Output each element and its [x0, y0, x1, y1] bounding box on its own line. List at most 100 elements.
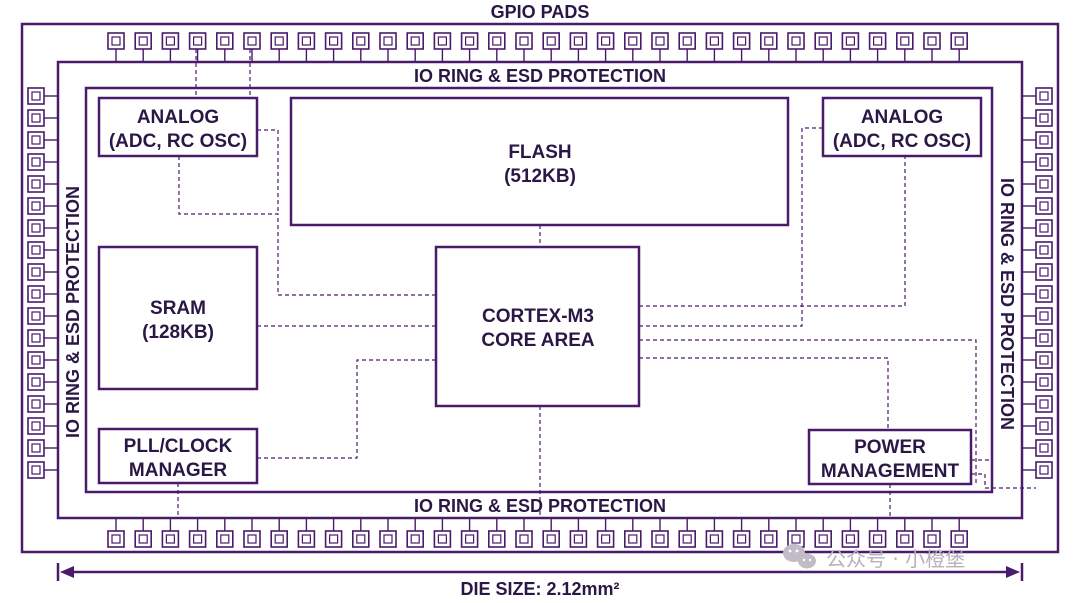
io-ring-bottom-label: IO RING & ESD PROTECTION: [414, 496, 666, 516]
signal-trace: [971, 473, 1036, 489]
gpio-pad-bottom: [270, 530, 289, 548]
gpio-pad-right: [1035, 241, 1053, 259]
gpio-pad-top: [351, 32, 370, 50]
gpio-pad-bottom: [460, 530, 479, 548]
signal-trace: [639, 156, 906, 307]
io-ring-inner: [84, 86, 994, 494]
sram-block: SRAM (128KB): [97, 245, 259, 391]
gpio-pad-right: [1035, 461, 1053, 479]
gpio-pad-left: [27, 307, 45, 325]
gpio-pad-left: [27, 109, 45, 127]
gpio-pad-bottom: [868, 530, 887, 548]
gpio-pad-right: [1035, 351, 1053, 369]
gpio-pad-left: [27, 175, 45, 193]
io-ring-left-label: IO RING & ESD PROTECTION: [63, 186, 83, 438]
gpio-pad-bottom: [759, 530, 778, 548]
gpio-pad-left: [27, 285, 45, 303]
gpio-pad-bottom: [297, 530, 316, 548]
gpio-pad-right: [1035, 285, 1053, 303]
gpio-pad-top: [460, 32, 479, 50]
gpio-pad-right: [1035, 153, 1053, 171]
gpio-pad-top: [515, 32, 533, 50]
gpio-pads-label: GPIO PADS: [491, 2, 590, 22]
gpio-pad-right: [1035, 417, 1053, 435]
gpio-pad-left: [27, 131, 45, 149]
flash-block: FLASH (512KB): [289, 96, 790, 227]
gpio-pad-top: [243, 32, 261, 50]
gpio-pad-bottom: [243, 530, 261, 548]
wechat-icon: [783, 544, 816, 569]
arrow-left-icon: [60, 566, 74, 578]
power-subtitle: MANAGEMENT: [821, 461, 960, 482]
gpio-pad-bottom: [705, 530, 724, 548]
gpio-pad-right: [1035, 197, 1053, 215]
gpio-pad-top: [841, 32, 860, 50]
gpio-pad-top: [188, 32, 207, 50]
gpio-pad-left: [27, 351, 45, 369]
pll-clock-manager-block: PLL/CLOCK MANAGER: [97, 427, 259, 485]
power-title: POWER: [854, 437, 926, 458]
gpio-pad-bottom: [841, 530, 860, 548]
gpio-pad-right: [1035, 307, 1053, 325]
gpio-pad-left: [27, 87, 45, 105]
gpio-pad-left: [27, 439, 45, 457]
gpio-pad-left: [27, 219, 45, 237]
gpio-pad-top: [107, 32, 125, 50]
gpio-pad-left: [27, 417, 45, 435]
gpio-pad-right: [1035, 175, 1053, 193]
flash-size: (512KB): [504, 166, 576, 187]
gpio-pad-bottom: [895, 530, 914, 548]
gpio-pad-bottom: [950, 530, 969, 548]
power-management-block: POWER MANAGEMENT: [807, 428, 973, 486]
gpio-pad-top: [569, 32, 588, 50]
gpio-pad-left: [27, 395, 45, 413]
gpio-pad-top: [950, 32, 969, 50]
gpio-pad-bottom: [569, 530, 588, 548]
gpio-pad-right: [1035, 373, 1053, 391]
flash-title: FLASH: [508, 142, 571, 163]
gpio-pad-bottom: [623, 530, 642, 548]
gpio-pad-right: [1035, 87, 1053, 105]
gpio-pad-bottom: [515, 530, 533, 548]
signal-trace: [639, 357, 889, 430]
gpio-pad-right: [1035, 263, 1053, 281]
signal-wiring: [177, 49, 1036, 518]
gpio-pad-top: [732, 32, 751, 50]
gpio-pad-top: [270, 32, 289, 50]
gpio-pad-top: [705, 32, 724, 50]
gpio-pad-left: [27, 329, 45, 347]
gpio-pad-top: [651, 32, 669, 50]
die-boundary: [20, 22, 1060, 554]
sram-title: SRAM: [150, 298, 206, 319]
gpio-pad-right: [1035, 395, 1053, 413]
gpio-pad-top: [596, 32, 615, 50]
gpio-pad-bottom: [351, 530, 370, 548]
gpio-pad-right: [1035, 219, 1053, 237]
gpio-pad-left: [27, 263, 45, 281]
core-title: CORTEX-M3: [482, 306, 594, 327]
signal-trace: [639, 339, 977, 483]
gpio-pad-right: [1035, 131, 1053, 149]
signal-trace: [178, 156, 436, 296]
gpio-pad-top: [759, 32, 778, 50]
cortex-m3-core-block: CORTEX-M3 CORE AREA: [434, 245, 641, 408]
gpio-pad-bottom: [134, 530, 152, 548]
gpio-pad-top: [324, 32, 343, 50]
analog-left-subtitle: (ADC, RC OSC): [109, 131, 247, 152]
analog-right-subtitle: (ADC, RC OSC): [833, 131, 971, 152]
gpio-pad-bottom: [596, 530, 615, 548]
io-ring-top-label: IO RING & ESD PROTECTION: [414, 66, 666, 86]
analog-right-title: ANALOG: [861, 107, 943, 128]
pll-subtitle: MANAGER: [129, 460, 227, 481]
watermark-text: 公众号 · 小橙堡: [826, 547, 965, 571]
gpio-pad-bottom: [678, 530, 697, 548]
watermark: 公众号 · 小橙堡: [783, 544, 965, 571]
gpio-pad-bottom: [542, 530, 561, 548]
gpio-pad-bottom: [324, 530, 343, 548]
gpio-pad-top: [868, 32, 887, 50]
gpio-pad-left: [27, 373, 45, 391]
gpio-pad-right: [1035, 109, 1053, 127]
gpio-pad-bottom: [433, 530, 452, 548]
gpio-pad-right: [1035, 329, 1053, 347]
gpio-pad-top: [134, 32, 152, 50]
